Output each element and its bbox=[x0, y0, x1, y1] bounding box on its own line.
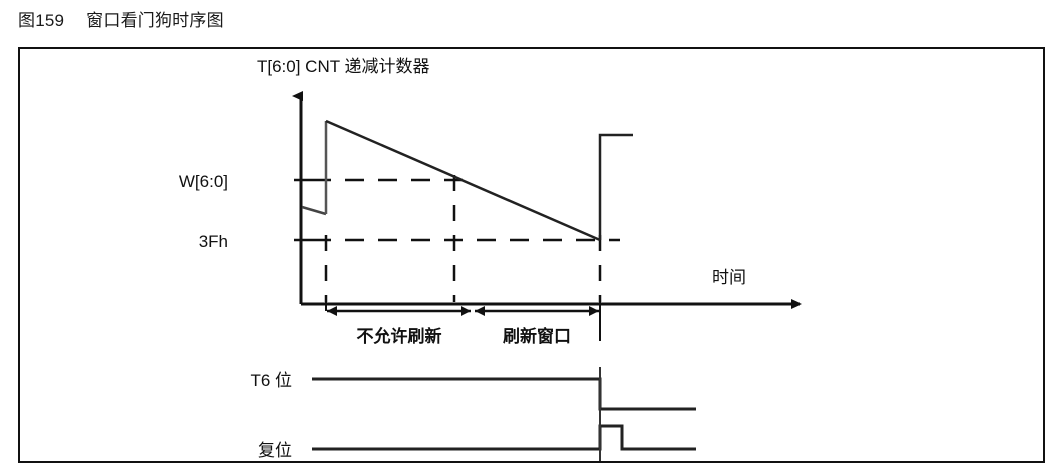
span-label-no-refresh: 不允许刷新 bbox=[357, 326, 442, 346]
span-label-refresh-window: 刷新窗口 bbox=[503, 326, 571, 346]
figure-caption: 图159 窗口看门狗时序图 bbox=[18, 6, 224, 31]
watchdog-timing-diagram: T[6:0] CNT 递减计数器 时间 W[6:0] 3Fh bbox=[179, 57, 802, 461]
figure-frame: T[6:0] CNT 递减计数器 时间 W[6:0] 3Fh bbox=[18, 47, 1045, 463]
signal-label-t6-bit: T6 位 bbox=[250, 371, 292, 390]
counter-down-ramp bbox=[325, 119, 601, 242]
y-axis-label: T[6:0] CNT 递减计数器 bbox=[257, 57, 430, 76]
x-axis-label: 时间 bbox=[712, 268, 746, 287]
figure-title: 窗口看门狗时序图 bbox=[86, 11, 224, 30]
signal-waveform-reset bbox=[312, 424, 696, 451]
counter-initial-segment bbox=[301, 205, 327, 216]
y-tick-label-3fh: 3Fh bbox=[199, 232, 228, 251]
figure-number: 图159 bbox=[18, 11, 65, 30]
signal-waveform-t6-bit bbox=[312, 377, 696, 411]
y-tick-label-w: W[6:0] bbox=[179, 172, 228, 191]
signal-label-reset: 复位 bbox=[258, 441, 292, 460]
counter-reset-edge bbox=[598, 133, 633, 240]
